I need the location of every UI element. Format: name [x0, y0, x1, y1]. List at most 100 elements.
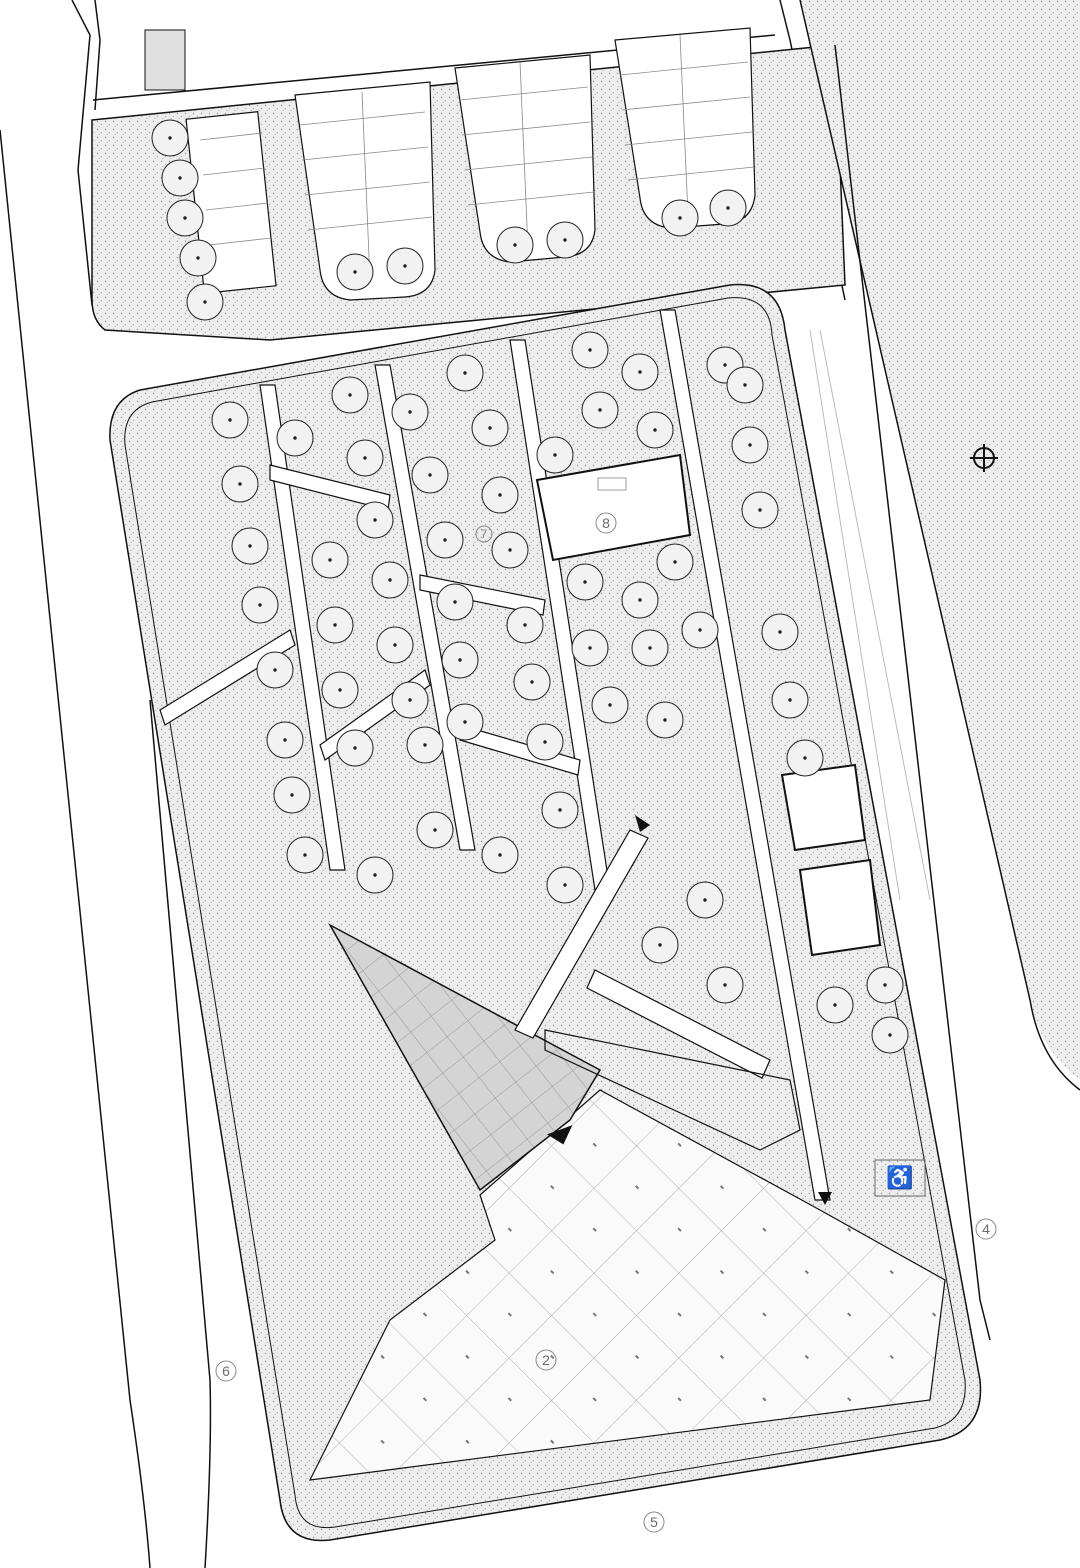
tree-trunk-dot	[513, 243, 517, 247]
tree-trunk-dot	[178, 176, 182, 180]
tree-trunk-dot	[598, 408, 602, 412]
tree-trunk-dot	[328, 558, 332, 562]
tree-trunk-dot	[283, 738, 287, 742]
tree-trunk-dot	[563, 238, 567, 242]
tree-trunk-dot	[303, 853, 307, 857]
label-4: 4	[982, 1221, 990, 1237]
tree-trunk-dot	[778, 630, 782, 634]
area-labels	[215, 512, 997, 1533]
tree-trunk-dot	[703, 898, 707, 902]
tree-trunk-dot	[488, 426, 492, 430]
entrance-arrow-icon	[547, 1125, 573, 1145]
tree-trunk-dot	[638, 370, 642, 374]
tree-trunk-dot	[423, 743, 427, 747]
tree-trunk-dot	[498, 853, 502, 857]
tree-trunk-dot	[228, 418, 232, 422]
tree-trunk-dot	[588, 646, 592, 650]
tree-trunk-dot	[558, 808, 562, 812]
parking-area	[91, 27, 846, 341]
tree-trunk-dot	[168, 136, 172, 140]
tree-trunk-dot	[408, 698, 412, 702]
tree-trunk-dot	[258, 603, 262, 607]
tree-trunk-dot	[428, 473, 432, 477]
tree-trunk-dot	[678, 216, 682, 220]
tree-trunk-dot	[293, 436, 297, 440]
pavilion-8	[535, 453, 692, 562]
tree-trunk-dot	[553, 453, 557, 457]
tree-trunk-dot	[463, 371, 467, 375]
accessible-parking: ♿	[874, 1159, 926, 1197]
tree-trunk-dot	[248, 544, 252, 548]
tree-trunk-dot	[748, 443, 752, 447]
west-road	[0, 129, 212, 1568]
tree-trunk-dot	[608, 703, 612, 707]
tree-trunk-dot	[463, 720, 467, 724]
tree-trunk-dot	[743, 383, 747, 387]
tree-trunk-dot	[883, 983, 887, 987]
tree-trunk-dot	[393, 643, 397, 647]
tree-trunk-dot	[388, 578, 392, 582]
tree-trunk-dot	[353, 270, 357, 274]
tree-trunk-dot	[638, 598, 642, 602]
tree-trunk-dot	[563, 883, 567, 887]
tree-trunk-dot	[403, 264, 407, 268]
tree-trunk-dot	[673, 560, 677, 564]
tree-trunk-dot	[238, 482, 242, 486]
tree-trunk-dot	[543, 740, 547, 744]
tree-trunk-dot	[583, 580, 587, 584]
tree-trunk-dot	[833, 1003, 837, 1007]
tree-trunk-dot	[273, 668, 277, 672]
tree-trunk-dot	[588, 348, 592, 352]
label-6: 6	[222, 1363, 230, 1379]
tree-trunk-dot	[530, 680, 534, 684]
tree-group	[151, 119, 909, 1054]
north-arrow-icon	[970, 444, 998, 472]
tree-trunk-dot	[723, 983, 727, 987]
tree-trunk-dot	[758, 508, 762, 512]
tree-trunk-dot	[203, 300, 207, 304]
service-boxes	[780, 763, 882, 957]
tree-trunk-dot	[658, 943, 662, 947]
entrance-arrow-icon	[635, 815, 650, 832]
tree-trunk-dot	[653, 428, 657, 432]
tree-trunk-dot	[443, 538, 447, 542]
grid-plaza	[308, 1089, 946, 1481]
tree-trunk-dot	[408, 410, 412, 414]
label-5: 5	[650, 1514, 658, 1530]
tree-trunk-dot	[698, 628, 702, 632]
label-7: 7	[481, 527, 488, 541]
tree-trunk-dot	[353, 746, 357, 750]
inclined-triangle	[328, 923, 602, 1192]
tree-trunk-dot	[663, 718, 667, 722]
tree-trunk-dot	[458, 658, 462, 662]
tree-trunk-dot	[196, 256, 200, 260]
tree-trunk-dot	[498, 493, 502, 497]
tree-trunk-dot	[508, 548, 512, 552]
east-road	[799, 0, 1080, 1341]
tree-trunk-dot	[373, 873, 377, 877]
svg-text:♿: ♿	[886, 1165, 913, 1190]
tree-trunk-dot	[453, 600, 457, 604]
tree-trunk-dot	[726, 206, 730, 210]
entrance-arrows	[547, 815, 832, 1205]
label-2: 2	[542, 1352, 550, 1368]
entrance-arrow-icon	[818, 1192, 832, 1205]
tree-trunk-dot	[788, 698, 792, 702]
tree-trunk-dot	[290, 793, 294, 797]
tree-trunk-dot	[433, 828, 437, 832]
tree-trunk-dot	[373, 518, 377, 522]
tree-trunk-dot	[363, 456, 367, 460]
tree-trunk-dot	[648, 646, 652, 650]
tree-trunk-dot	[183, 216, 187, 220]
label-8: 8	[602, 515, 610, 531]
ramp	[514, 829, 801, 1151]
tree-trunk-dot	[803, 756, 807, 760]
tree-trunk-dot	[338, 688, 342, 692]
top-stair	[144, 29, 186, 91]
tree-trunk-dot	[348, 393, 352, 397]
tree-trunk-dot	[888, 1033, 892, 1037]
tree-trunk-dot	[333, 623, 337, 627]
tree-trunk-dot	[723, 363, 727, 367]
tree-trunk-dot	[523, 623, 527, 627]
